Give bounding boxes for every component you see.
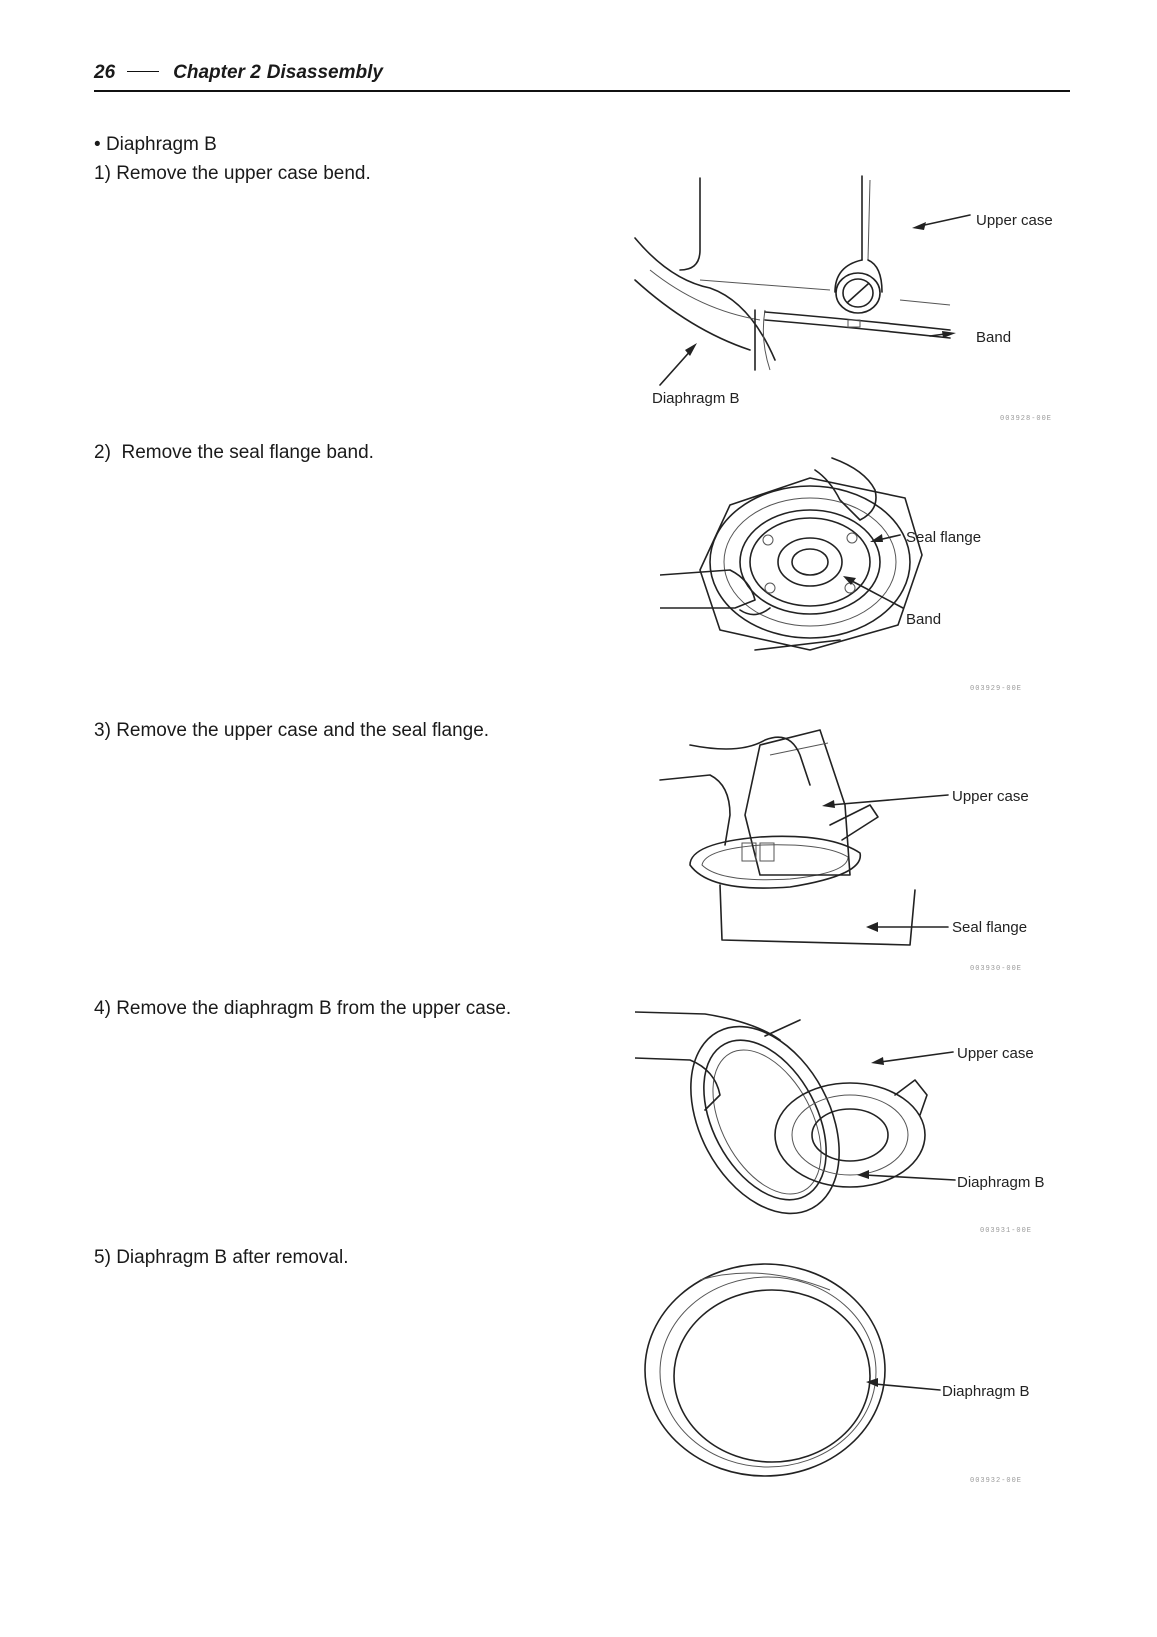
step-description: Diaphragm B after removal. <box>116 1247 349 1268</box>
figure-4-diagram: Upper case Diaphragm B 003931-00E <box>635 1011 1045 1235</box>
section-title: Disassembly <box>266 62 383 83</box>
step-description: Remove the upper case and the seal flang… <box>116 720 490 741</box>
step-3-text: 3) Remove the upper case and the seal fl… <box>94 720 489 742</box>
label-band: Band <box>906 611 941 628</box>
page-number: 26 <box>94 62 116 83</box>
label-diaphragm-b: Diaphragm B <box>652 390 740 407</box>
step-1-text: 1) Remove the upper case bend. <box>94 163 371 185</box>
bullet: • <box>94 134 101 155</box>
figure-code: 003932-00E <box>970 1477 1022 1485</box>
step-number: 2) <box>94 442 111 463</box>
step-description: Remove the diaphragm B from the upper ca… <box>116 998 512 1019</box>
step-5-text: 5) Diaphragm B after removal. <box>94 1247 349 1269</box>
figure-code: 003929-00E <box>970 685 1022 693</box>
step-description: Remove the seal flange band. <box>121 442 374 463</box>
label-band: Band <box>976 329 1011 346</box>
figure-code: 003930-00E <box>970 965 1022 973</box>
step-description: Remove the upper case bend. <box>116 163 371 184</box>
header-dash <box>127 71 160 73</box>
label-seal-flange: Seal flange <box>906 529 981 546</box>
figure-code: 003928-00E <box>1000 415 1052 423</box>
step-number: 5) <box>94 1247 111 1268</box>
label-upper-case: Upper case <box>976 212 1053 229</box>
figure-3-diagram: Upper case Seal flange 003930-00E <box>659 729 1029 973</box>
label-upper-case: Upper case <box>952 788 1029 805</box>
chapter-label: Chapter 2 <box>173 62 261 83</box>
label-diaphragm-b: Diaphragm B <box>957 1174 1045 1191</box>
label-seal-flange: Seal flange <box>952 919 1027 936</box>
label-diaphragm-b: Diaphragm B <box>942 1383 1030 1400</box>
step-number: 4) <box>94 998 111 1019</box>
figure-2-diagram: Seal flange Band 003929-00E <box>660 457 1022 693</box>
figure-1-diagram: Upper case Band Diaphragm B 003928-00E <box>634 175 1053 423</box>
step-2-text: 2) Remove the seal flange band. <box>94 442 374 464</box>
intro-title: Diaphragm B <box>105 134 217 155</box>
figure-code: 003931-00E <box>980 1227 1032 1235</box>
label-upper-case: Upper case <box>957 1045 1034 1062</box>
step-4-text: 4) Remove the diaphragm B from the upper… <box>94 998 511 1020</box>
step-number: 1) <box>94 163 111 184</box>
step-number: 3) <box>94 720 111 741</box>
figure-5-diagram: Diaphragm B 003932-00E <box>644 1263 1030 1485</box>
intro-heading: • Diaphragm B <box>94 134 217 156</box>
